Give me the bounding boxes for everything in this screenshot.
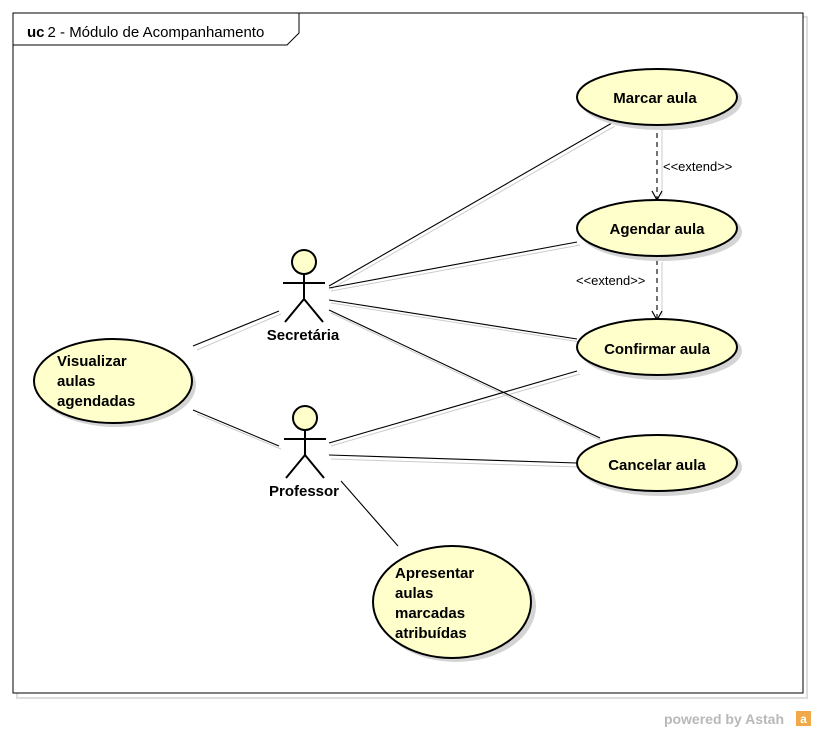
usecase-label: Apresentar aulas marcadas atribuídas — [395, 565, 478, 642]
usecase-visualizar-aulas-agendadas[interactable]: Visualizar aulas agendadas — [33, 338, 193, 424]
usecase-agendar-aula[interactable]: Agendar aula — [576, 199, 738, 257]
assoc-secretaria-marcar — [328, 122, 613, 287]
stick-figure-icon — [283, 249, 325, 323]
usecase-ellipse[interactable] — [372, 545, 532, 659]
stick-figure-icon — [284, 405, 326, 479]
usecase-label: Confirmar aula — [604, 341, 711, 358]
usecase-confirmar-aula[interactable]: Confirmar aula — [576, 318, 738, 376]
actor-professor[interactable]: Professor — [269, 405, 339, 500]
usecase-label: Visualizar aulas agendadas — [57, 353, 135, 410]
usecase-ellipse[interactable] — [576, 318, 738, 376]
actor-label: Professor — [269, 483, 339, 500]
frame-title-tab — [13, 13, 300, 46]
extend-label-2: <<extend>> — [576, 273, 645, 288]
actor-secretaria[interactable]: Secretária — [267, 249, 340, 344]
assoc-secretaria-confirmar — [328, 299, 578, 340]
usecase-label: Agendar aula — [609, 221, 705, 238]
usecase-marcar-aula[interactable]: Marcar aula — [576, 68, 738, 126]
astah-logo-glyph: a — [800, 712, 807, 726]
usecase-ellipse[interactable] — [33, 338, 193, 424]
usecase-ellipse[interactable] — [576, 199, 738, 257]
extend-label-1: <<extend>> — [663, 159, 732, 174]
usecase-label: Cancelar aula — [608, 457, 706, 474]
assoc-secretaria-cancelar — [328, 309, 601, 439]
astah-watermark: powered by Astah a — [664, 711, 811, 727]
usecase-label: Marcar aula — [613, 90, 697, 107]
assoc-professor-cancelar — [328, 454, 578, 464]
usecase-apresentar-aulas-marcadas-atribuidas[interactable]: Apresentar aulas marcadas atribuídas — [372, 545, 532, 659]
usecase-ellipse[interactable] — [576, 68, 738, 126]
association-shadows — [196, 125, 663, 468]
usecase-cancelar-aula[interactable]: Cancelar aula — [576, 434, 738, 492]
actor-label: Secretária — [267, 327, 340, 344]
assoc-visualizar-secretaria — [192, 310, 280, 347]
usecase-ellipse[interactable] — [576, 434, 738, 492]
astah-logo-icon — [796, 711, 811, 726]
assoc-professor-apresentar — [340, 480, 399, 547]
assoc-secretaria-agendar — [328, 241, 578, 289]
assoc-visualizar-professor — [192, 409, 280, 447]
assoc-professor-confirmar — [328, 370, 578, 444]
watermark-text: powered by Astah — [664, 711, 784, 727]
associations — [192, 122, 613, 547]
